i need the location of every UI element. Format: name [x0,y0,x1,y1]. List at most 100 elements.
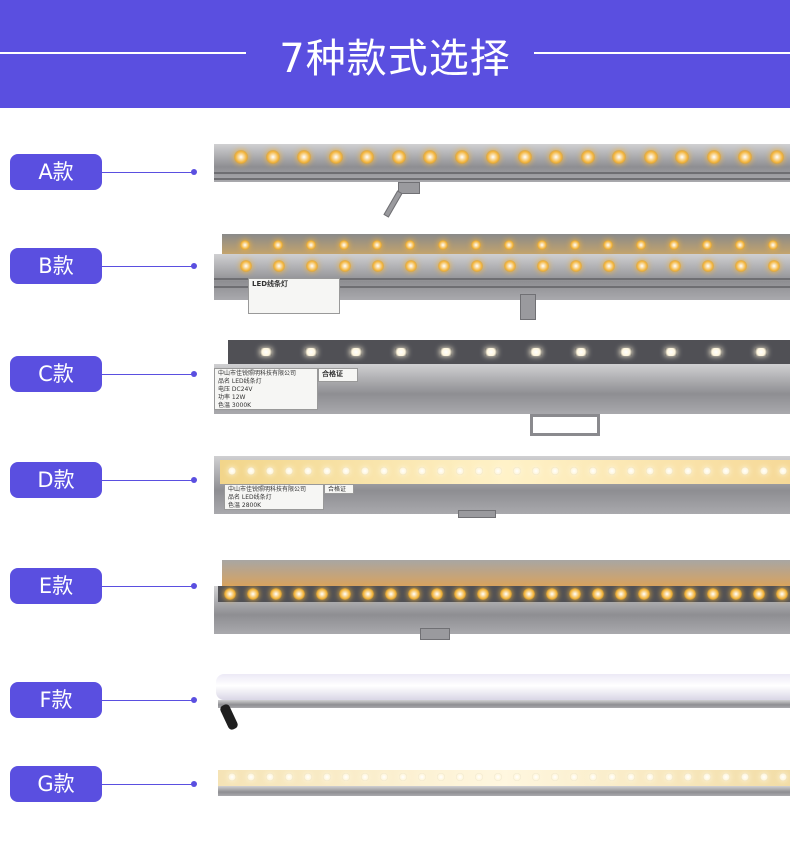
led-dot [627,467,635,475]
led-dot [608,467,616,475]
led-dot [339,240,349,250]
led-dot [504,240,514,250]
led-dot [293,588,305,600]
led-dot [361,773,369,781]
led-dot [636,260,648,272]
led-dot [665,467,673,475]
led-dot [532,773,540,781]
led-dot [475,773,483,781]
led-dot [546,588,558,600]
led-dot [475,467,483,475]
leader-line [102,172,194,173]
led-dot [769,150,784,164]
leader-line [102,586,194,587]
style-row-b: B款 LED线条灯 [0,234,790,320]
led-dot [551,467,559,475]
led-dot [224,588,236,600]
led-dot [437,773,445,781]
led-dot [438,240,448,250]
led-dot [730,588,742,600]
led-dot [735,240,745,250]
led-dot [477,588,489,600]
leader-dot [191,263,197,269]
led-dot [684,773,692,781]
led-dot [589,467,597,475]
led-dot [380,467,388,475]
led-dot [339,588,351,600]
led-dot [513,467,521,475]
led-dot [776,588,788,600]
led-dot [684,467,692,475]
led-dot [702,260,714,272]
led-dot [755,348,767,357]
led-dot [440,348,452,357]
led-dot [575,348,587,357]
fixture-g-image [214,770,790,804]
led-dot [702,240,712,250]
leader-line [102,700,194,701]
style-row-c: C款 中山市佳锐照明科技有限公司 品名 LED线条灯 电压 DC24V 功率 1… [0,340,790,436]
led-dot [266,467,274,475]
product-tag: 中山市佳锐照明科技有限公司 品名 LED线条灯 电压 DC24V 功率 12W … [214,368,318,410]
led-dot [741,467,749,475]
led-dot [454,150,469,164]
style-row-e: E款 [0,560,790,648]
cert-tag: 合格证 [324,484,354,494]
led-dot [627,773,635,781]
led-dot [706,150,721,164]
led-dot [608,773,616,781]
led-dot [494,773,502,781]
style-row-f: F款 [0,674,790,732]
led-dot [423,150,437,164]
led-dot [273,260,285,272]
led-dot [684,588,696,600]
led-dot [669,240,679,250]
led-dot [342,773,350,781]
style-label-e: E款 [10,568,102,604]
led-dot [328,150,343,164]
led-dot [339,260,351,272]
led-dot [438,260,450,272]
leader-dot [191,477,197,483]
style-label-g: G款 [10,766,102,802]
fixture-e-image [214,560,790,650]
led-dot [380,773,388,781]
leader-dot [191,781,197,787]
led-dot [570,260,582,272]
style-label-a: A款 [10,154,102,190]
led-dot [603,240,613,250]
led-dot [306,240,316,250]
led-dot [323,773,331,781]
led-dot [362,588,374,600]
led-dot [361,467,369,475]
banner-divider-right [534,52,790,54]
led-dot [395,348,407,357]
style-row-a: A款 [0,144,790,218]
led-dot [228,773,236,781]
led-dot [643,150,658,164]
led-dot [306,260,318,272]
led-dot [399,467,407,475]
led-dot [304,773,312,781]
style-label-d: D款 [10,462,102,498]
led-dot [589,773,597,781]
led-dot [297,150,311,164]
led-dot [399,773,407,781]
led-dot [247,588,259,600]
led-dot [228,467,236,475]
led-dot [285,773,293,781]
led-dot [669,260,681,272]
led-dot [592,588,604,600]
led-dot [661,588,673,600]
fixture-a-image [214,144,790,228]
led-dot [580,150,595,164]
led-dot [260,348,272,357]
leader-dot [191,169,197,175]
led-dot [405,260,417,272]
product-tag: LED线条灯 [248,278,340,314]
led-dot [537,260,549,272]
led-dot [418,773,426,781]
led-dot [504,260,516,272]
led-dot [665,348,677,357]
led-dot [342,467,350,475]
